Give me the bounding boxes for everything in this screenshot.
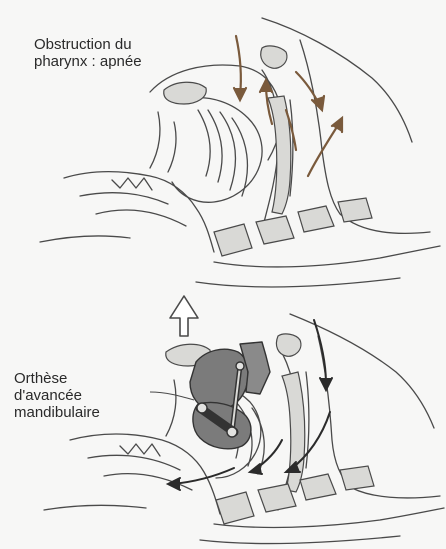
top-label-line-2: pharynx : apnée bbox=[34, 53, 142, 70]
vertebra-b1 bbox=[216, 492, 254, 524]
pivot-lower-right bbox=[227, 427, 237, 437]
bottom-panel-label: Orthèse d'avancée mandibulaire bbox=[14, 370, 100, 421]
hyoid-bone-bottom bbox=[276, 334, 300, 356]
pivot-upper bbox=[236, 362, 244, 370]
hollow-up-arrow bbox=[170, 296, 198, 336]
airflow-arrow-b1 bbox=[314, 320, 326, 384]
pivot-lower-left bbox=[197, 403, 207, 413]
top-panel-label: Obstruction du pharynx : apnée bbox=[34, 36, 142, 70]
palate-bone bbox=[164, 82, 206, 104]
bottom-label-line-2: d'avancée bbox=[14, 387, 100, 404]
tongue-outline bbox=[172, 98, 262, 203]
mandible-outline-bottom bbox=[70, 434, 220, 514]
vertebra-2 bbox=[256, 216, 294, 244]
nasal-outline-bottom bbox=[290, 314, 434, 428]
label-leader-line bbox=[150, 392, 194, 400]
vertebra-b4 bbox=[340, 466, 374, 490]
vertebra-1 bbox=[214, 224, 252, 256]
top-label-line-1: Obstruction du bbox=[34, 36, 142, 53]
vertebra-3 bbox=[298, 206, 334, 232]
top-panel-bones bbox=[164, 46, 372, 256]
vertebra-4 bbox=[338, 198, 372, 222]
bottom-label-line-1: Orthèse bbox=[14, 370, 100, 387]
teeth bbox=[112, 178, 152, 190]
vertebra-b3 bbox=[300, 474, 336, 500]
bottom-label-line-3: mandibulaire bbox=[14, 404, 100, 421]
teeth-bottom bbox=[120, 444, 160, 456]
mandibular-advancement-device bbox=[190, 342, 270, 449]
spine-column-bottom bbox=[282, 372, 305, 492]
hyoid-bone bbox=[261, 46, 287, 68]
